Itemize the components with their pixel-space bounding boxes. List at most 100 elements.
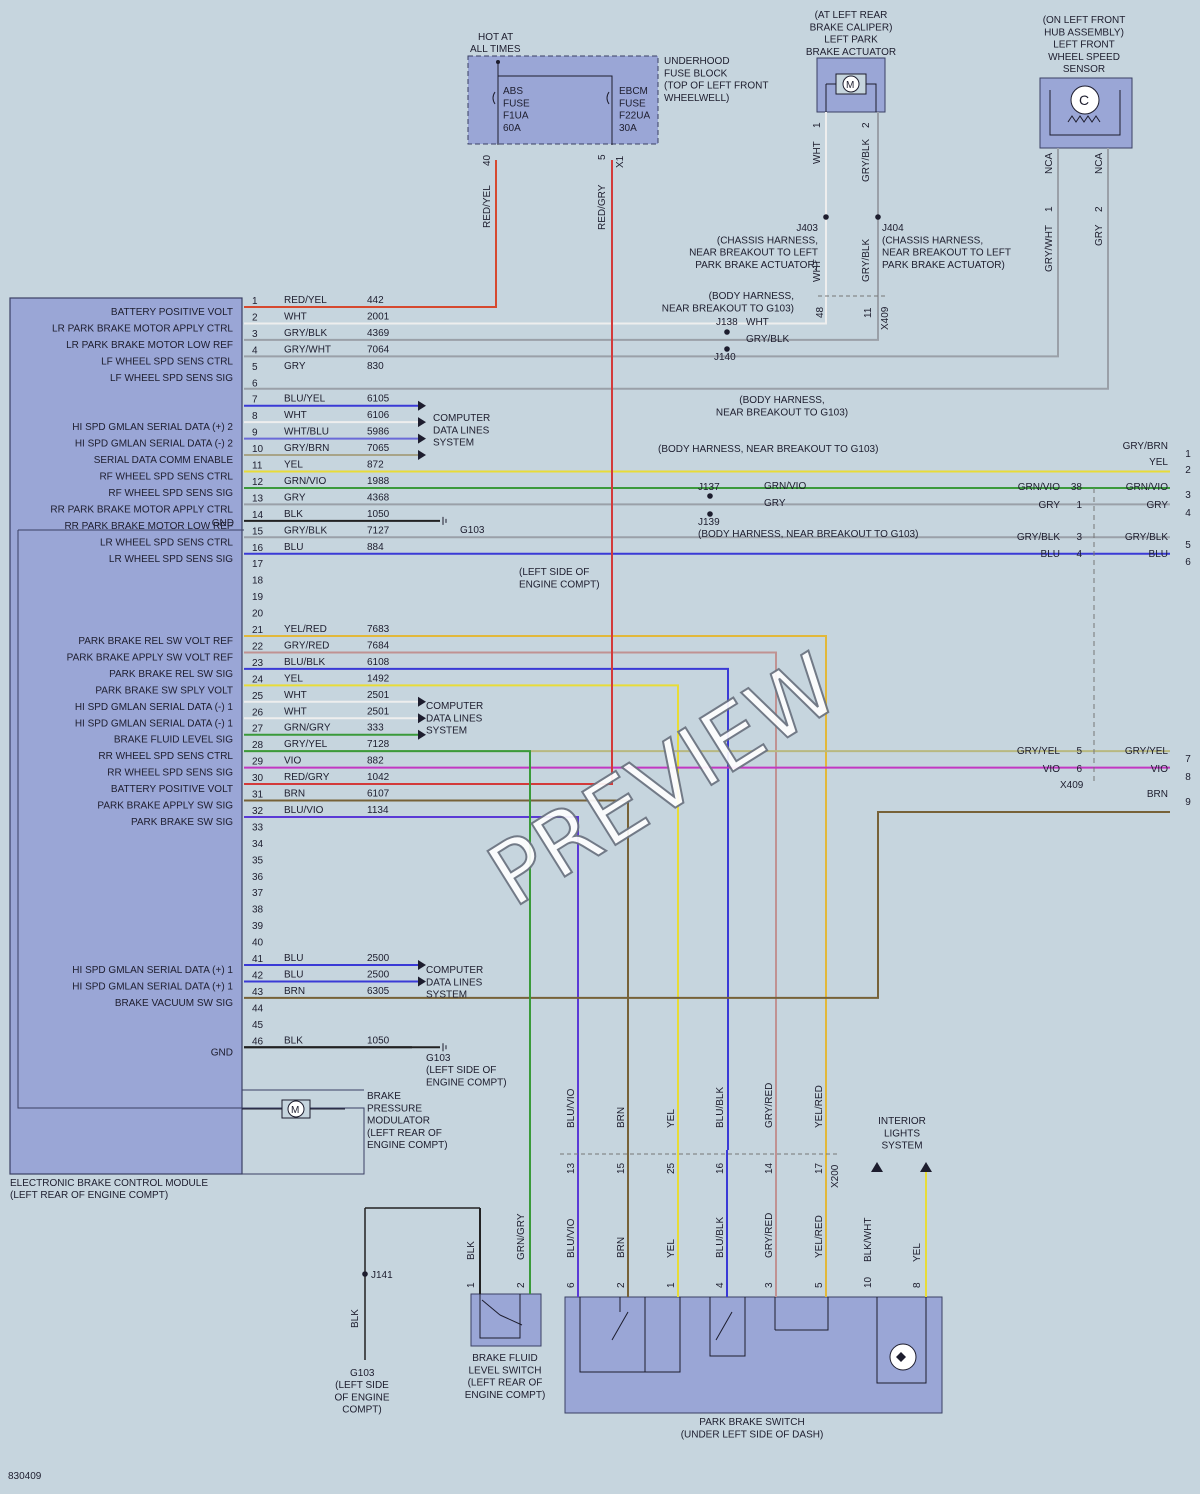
pin-number: 31 xyxy=(252,790,264,801)
ebcm-fuse-text-line: 30A xyxy=(619,123,637,134)
data-line-arrow-icon xyxy=(418,713,426,724)
park-brake-switch xyxy=(564,1296,943,1414)
computer-data-text-1-line: DATA LINES xyxy=(433,425,490,436)
wire xyxy=(244,815,579,1150)
circuit-number: 7684 xyxy=(367,640,390,651)
pin-number: 4 xyxy=(252,345,258,356)
ebcm-name: ELECTRONIC BRAKE CONTROL MODULE xyxy=(10,1178,208,1189)
pin-number: 5 xyxy=(1076,746,1082,757)
wire-color-label: WHT xyxy=(812,141,823,164)
connector-label: X409 xyxy=(1060,780,1084,791)
pin-function: BATTERY POSITIVE VOLT xyxy=(111,784,233,795)
pin-number: 18 xyxy=(252,576,264,587)
pin-number: 22 xyxy=(252,641,264,652)
connector-label: X1 xyxy=(615,155,626,168)
circuit-number: 882 xyxy=(367,756,384,767)
ground-icon xyxy=(442,1043,447,1052)
wire-color-label: GRY/BLK xyxy=(861,239,872,282)
wire-color-label: BLU/BLK xyxy=(715,1087,726,1128)
j404-text-line: PARK BRAKE ACTUATOR) xyxy=(882,260,1005,271)
wire-color-label: BLK xyxy=(284,509,303,520)
body-harness-2-text-line: NEAR BREAKOUT TO G103) xyxy=(716,407,848,418)
pin-function: PARK BRAKE SW SPLY VOLT xyxy=(95,685,233,696)
g103-location-text-line: ENGINE COMPT) xyxy=(426,1077,507,1088)
pin-number: 3 xyxy=(764,1282,775,1288)
arrow-up-icon xyxy=(871,1162,883,1172)
wire-color-label: GRY/BLK xyxy=(1125,532,1168,543)
wire-color-label: GRY/BRN xyxy=(284,443,329,454)
computer-data-text-2-line: COMPUTER xyxy=(426,701,483,712)
g103-location-text-line: (LEFT SIDE OF xyxy=(426,1065,496,1076)
pin-number: 2 xyxy=(252,312,258,323)
j403-text-line: (CHASSIS HARNESS, xyxy=(717,235,818,246)
connector-label: X409 xyxy=(880,306,891,330)
pin-number: 5 xyxy=(252,362,258,373)
underhood-fuse-block xyxy=(467,55,659,145)
fuse-block-text-line: WHEELWELL) xyxy=(664,93,729,104)
j404-text-line: (CHASSIS HARNESS, xyxy=(882,235,983,246)
splice-dot xyxy=(823,214,829,220)
wire-color-label: WHT xyxy=(746,317,769,328)
park-switch-text-line: PARK BRAKE SWITCH xyxy=(699,1417,804,1428)
pin-number: 1 xyxy=(1076,500,1082,511)
wire-color-label: BLU/VIO xyxy=(284,805,324,816)
j139-label: J139 xyxy=(698,517,720,528)
hot-at-label: HOT AT xyxy=(478,32,513,43)
pin-number: 17 xyxy=(814,1162,825,1174)
pin-number: 39 xyxy=(252,921,264,932)
pin-number: 2 xyxy=(516,1282,527,1288)
computer-data-text-2-line: DATA LINES xyxy=(426,713,483,724)
wire-color-label: GRY xyxy=(1147,500,1169,511)
pin-number: 9 xyxy=(252,428,258,439)
g103-location-text-line: ENGINE COMPT) xyxy=(519,579,600,590)
wire-color-label: RED/YEL xyxy=(482,185,493,228)
pin-number: 16 xyxy=(715,1162,726,1174)
pin-number: 20 xyxy=(252,609,264,620)
pin-number: 24 xyxy=(252,674,264,685)
wire-color-label: WHT xyxy=(284,690,307,701)
wire-color-label: BLK xyxy=(466,1241,477,1260)
wire-color-label: BLU/VIO xyxy=(566,1218,577,1258)
wire xyxy=(244,635,827,1150)
wire xyxy=(244,684,679,1150)
pin-number: 3 xyxy=(252,329,258,340)
pin-number: 46 xyxy=(252,1036,264,1047)
pin-function: BRAKE VACUUM SW SIG xyxy=(115,998,233,1009)
wire-color-label: GRY/WHT xyxy=(1044,225,1055,272)
wire-color-label: GRY/YEL xyxy=(1125,746,1169,757)
computer-data-text-1-line: COMPUTER xyxy=(433,413,490,424)
pin-number: 44 xyxy=(252,1003,264,1014)
g103-label: G103 xyxy=(426,1053,451,1064)
wire-color-label: GRN/VIO xyxy=(1126,482,1168,493)
sensor-text-line: SENSOR xyxy=(1063,64,1105,75)
pin-function: LR WHEEL SPD SENS SIG xyxy=(109,554,233,565)
pin-number: 13 xyxy=(566,1162,577,1174)
pin-function: PARK BRAKE REL SW SIG xyxy=(109,669,233,680)
wire-color-label: BLU xyxy=(284,953,303,964)
data-line-arrow-icon xyxy=(418,696,426,707)
pin-function: LR PARK BRAKE MOTOR APPLY CTRL xyxy=(52,323,233,334)
pin-function: PARK BRAKE APPLY SW SIG xyxy=(97,801,233,812)
data-line-arrow-icon xyxy=(418,976,426,987)
wire-color-label: RED/YEL xyxy=(284,295,327,306)
circuit-number: 4368 xyxy=(367,492,390,503)
wire xyxy=(244,296,879,341)
pin-function: RR PARK BRAKE MOTOR APPLY CTRL xyxy=(50,504,233,515)
wire xyxy=(244,651,777,1150)
pin-number: 45 xyxy=(252,1020,264,1031)
caliper-text-line: LEFT PARK xyxy=(824,35,878,46)
circuit-number: 5986 xyxy=(367,427,390,438)
j403-text-line: PARK BRAKE ACTUATOR) xyxy=(695,260,818,271)
circuit-number: 7683 xyxy=(367,624,390,635)
pin-function: PARK BRAKE REL SW VOLT REF xyxy=(78,636,233,647)
wire-color-label: GRY xyxy=(284,361,306,372)
pin-number: 40 xyxy=(252,938,264,949)
right-pin-number: 9 xyxy=(1185,797,1191,808)
pin-number: 14 xyxy=(252,510,264,521)
